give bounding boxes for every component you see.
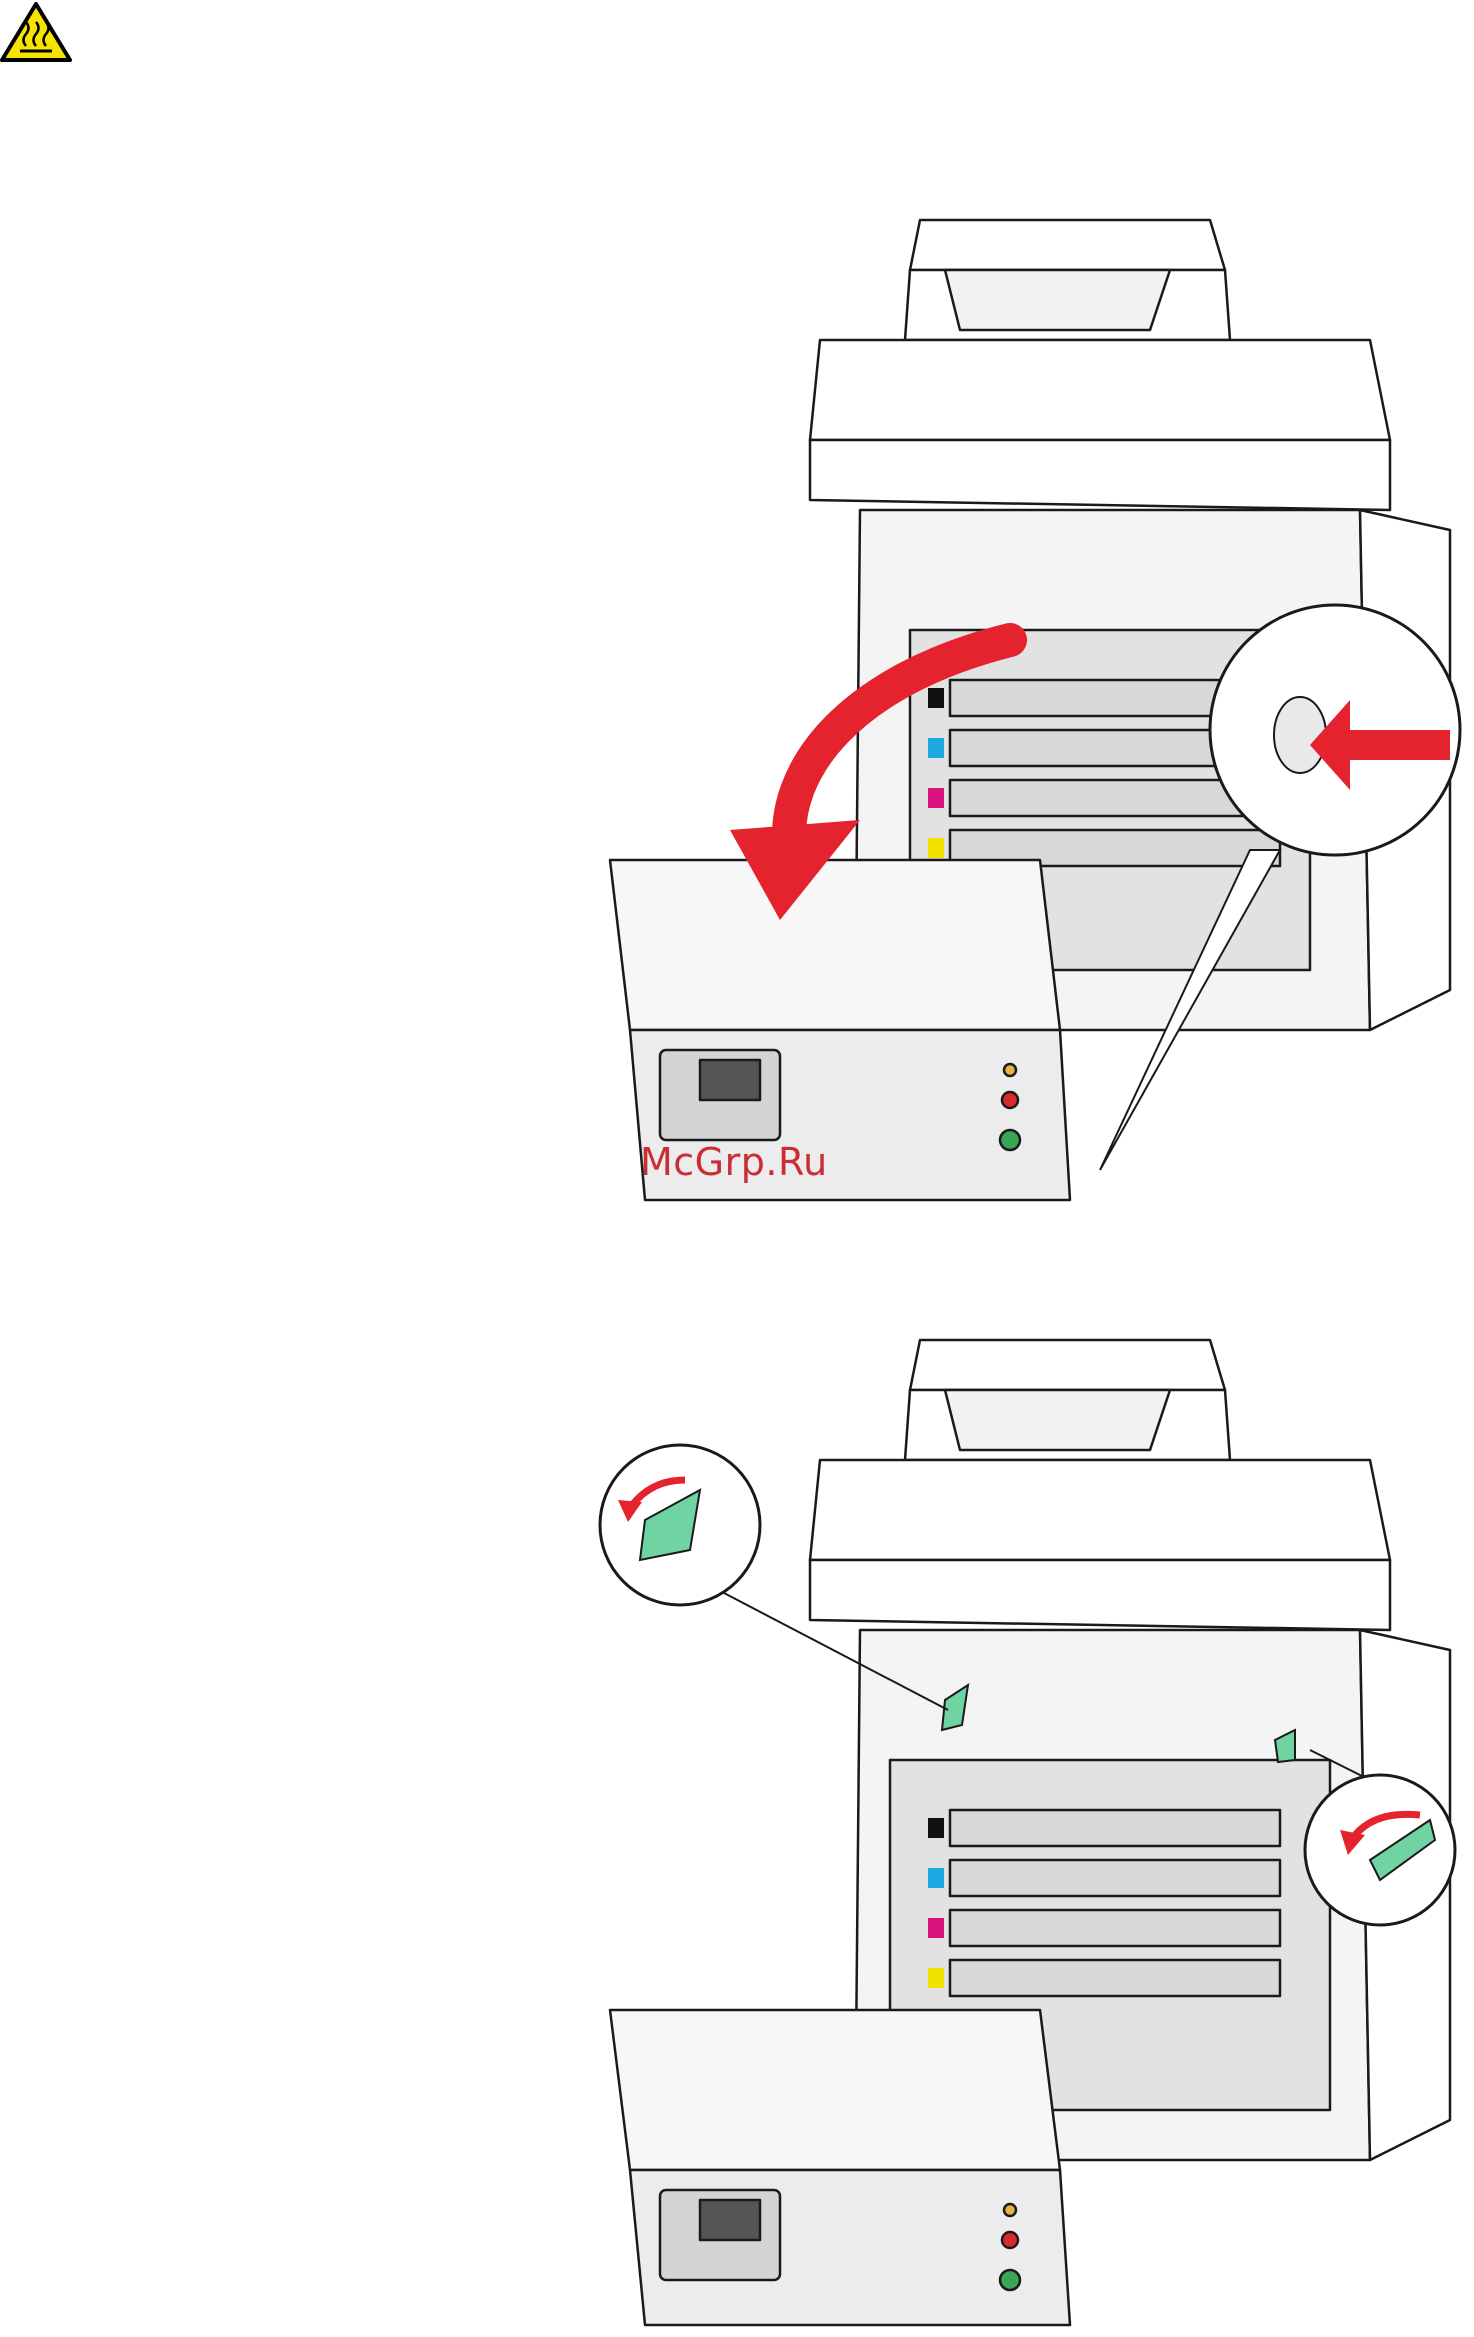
lift-release-levers-illustration xyxy=(590,1330,1470,2330)
watermark-text: McGrp.Ru xyxy=(640,1140,828,1184)
hot-surface-caution-icon xyxy=(0,0,72,64)
open-front-door-illustration xyxy=(590,210,1470,1220)
